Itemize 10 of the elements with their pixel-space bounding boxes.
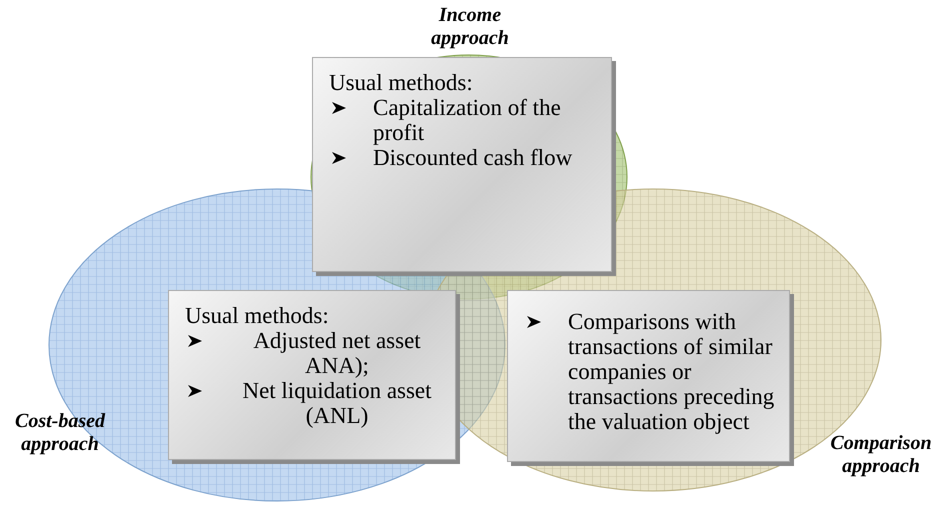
- method-text: Adjusted net asset ANA);: [252, 328, 422, 378]
- approach-label: Comparison approach: [829, 432, 933, 478]
- method-text: Discounted cash flow: [373, 145, 572, 170]
- approach-label: Income approach: [430, 4, 510, 50]
- method-text: Net liquidation asset (ANL): [241, 378, 433, 428]
- card-heading: Usual methods:: [185, 303, 330, 328]
- method-text: Comparisons with transactions of similar companies or transactions preceding the valuation object: [568, 309, 776, 434]
- card-heading: Usual methods:: [329, 70, 474, 95]
- approach-label: Cost-based approach: [14, 410, 106, 456]
- method-text: Capitalization of the profit: [373, 95, 562, 145]
